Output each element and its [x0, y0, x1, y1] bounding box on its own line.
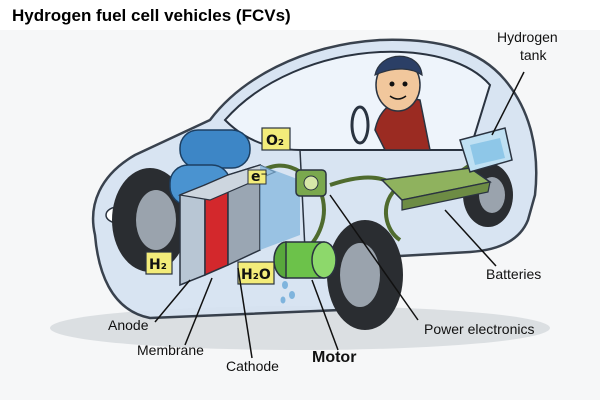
svg-text:H₂O: H₂O [241, 267, 271, 283]
label-anode: Anode [108, 317, 149, 333]
svg-text:e⁻: e⁻ [251, 169, 268, 185]
front-left-wheel [112, 168, 188, 272]
electron-tag: e⁻ [247, 169, 268, 185]
h2o-tag: H₂O [237, 261, 275, 285]
label-hydrogen-tank-line1: Hydrogen [497, 29, 558, 45]
label-cathode: Cathode [226, 358, 279, 374]
driver-figure [350, 55, 431, 151]
label-hydrogen-tank-line2: tank [520, 47, 547, 63]
svg-text:H₂: H₂ [149, 257, 167, 273]
hydrogen-tank [459, 127, 513, 173]
label-motor: Motor [312, 349, 356, 366]
front-right-wheel [327, 220, 403, 330]
power-electronics-module [295, 169, 327, 197]
h2-tag: H₂ [145, 251, 173, 275]
label-batteries: Batteries [486, 266, 541, 282]
label-membrane: Membrane [137, 342, 204, 358]
battery-pack [380, 167, 492, 211]
label-power-electronics: Power electronics [424, 321, 535, 337]
svg-text:O₂: O₂ [266, 133, 284, 149]
leader-lines [154, 71, 525, 359]
water-drips [280, 281, 295, 304]
o2-tag: O₂ [261, 127, 291, 151]
diagram-title: Hydrogen fuel cell vehicles (FCVs) [12, 6, 291, 25]
electric-motor [273, 241, 337, 279]
